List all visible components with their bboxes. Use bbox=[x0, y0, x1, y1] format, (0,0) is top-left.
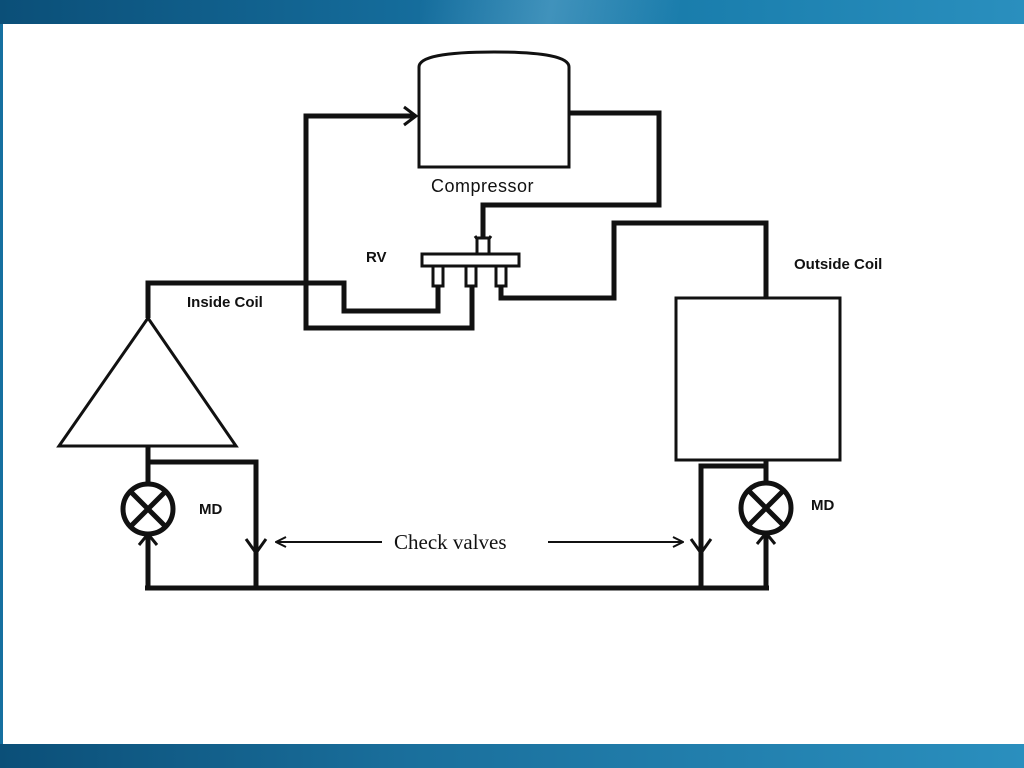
rv-to-outside-coil-line bbox=[498, 220, 769, 301]
reversing-valve-label: RV bbox=[366, 249, 387, 266]
header-bar bbox=[0, 0, 1024, 24]
inside-coil-label: Inside Coil bbox=[187, 294, 263, 311]
reversing-valve bbox=[420, 236, 521, 288]
compressor bbox=[417, 50, 571, 169]
left-edge-bar bbox=[0, 24, 3, 744]
header-highlight bbox=[420, 0, 680, 24]
right-check-valve bbox=[689, 538, 713, 556]
left-check-valve-branch bbox=[148, 459, 259, 588]
right-md-label: MD bbox=[811, 497, 834, 514]
compressor-label: Compressor bbox=[431, 176, 534, 196]
outside-coil bbox=[674, 296, 842, 462]
outside-coil-label: Outside Coil bbox=[794, 256, 882, 273]
suction-arrow bbox=[403, 105, 419, 127]
right-metering-device bbox=[738, 480, 794, 536]
right-md-flow-arrow bbox=[755, 530, 777, 545]
footer-bar bbox=[0, 744, 1024, 768]
left-md-label: MD bbox=[199, 501, 222, 518]
check-valves-label: Check valves bbox=[394, 530, 507, 554]
inside-coil bbox=[56, 315, 239, 448]
rv-to-inside-coil-line bbox=[145, 280, 441, 318]
left-md-flow-arrow bbox=[137, 531, 159, 546]
left-metering-device bbox=[120, 481, 176, 537]
suction-line bbox=[303, 113, 475, 331]
discharge-line bbox=[480, 110, 662, 246]
right-check-valve-branch bbox=[698, 463, 766, 588]
left-check-valve bbox=[244, 538, 268, 556]
